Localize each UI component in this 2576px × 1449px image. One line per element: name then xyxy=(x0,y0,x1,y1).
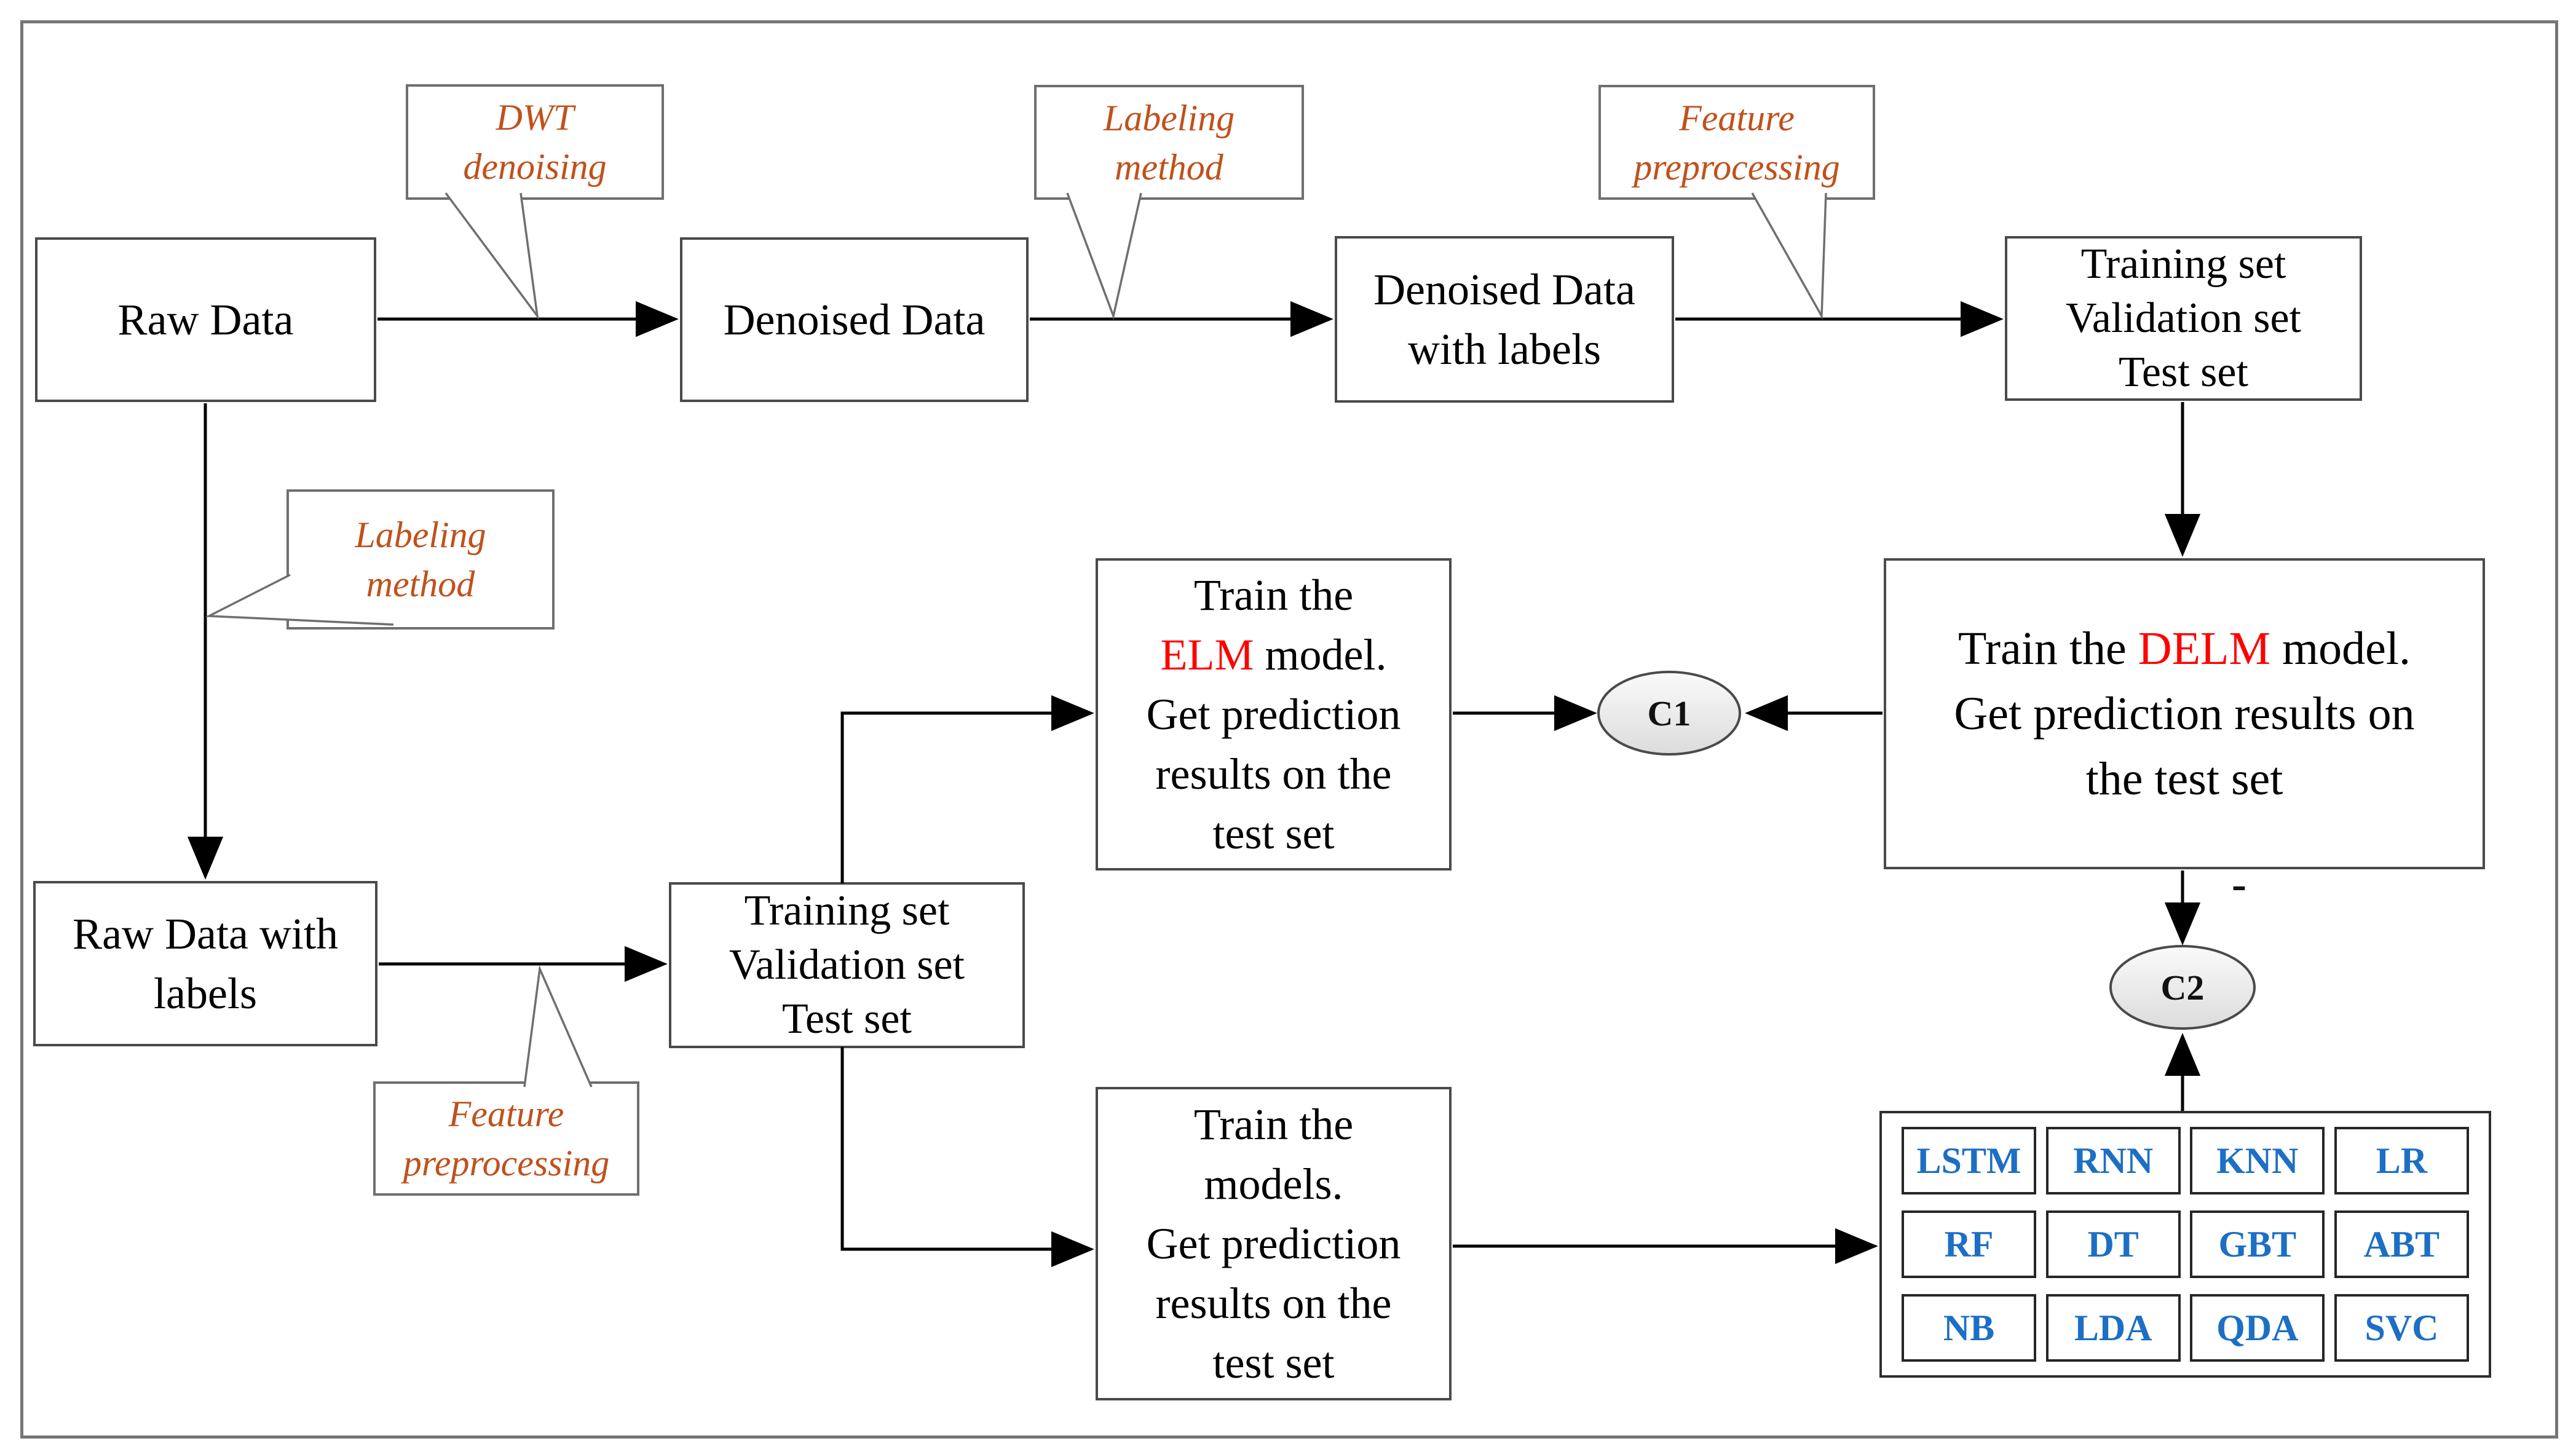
callout-feature-preprocessing-top: Feature preprocessing xyxy=(1598,85,1875,200)
box-label: Train the xyxy=(1958,623,2138,674)
callout-labeling-method-left: Labeling method xyxy=(286,489,555,630)
box-label: Denoised Data xyxy=(1373,264,1635,314)
box-label: model. xyxy=(1254,630,1387,679)
model-grid-container: LSTM RNN KNN LR RF DT GBT ABT NB LDA QDA… xyxy=(1879,1111,2491,1378)
box-label: test set xyxy=(1212,1338,1335,1388)
box-label: model. xyxy=(2270,623,2411,674)
callout-label: method xyxy=(366,564,475,604)
callout-label: method xyxy=(1115,146,1223,188)
box-label: results on the xyxy=(1155,1278,1392,1328)
box-raw-data-with-labels: Raw Data with labels xyxy=(33,881,377,1046)
box-raw-data: Raw Data xyxy=(35,237,376,402)
callout-feature-preprocessing-bottom: Feature preprocessing xyxy=(373,1081,639,1196)
c1-node-label: C1 xyxy=(1647,693,1691,733)
model-cell: LSTM xyxy=(1902,1127,2036,1194)
box-dataset-split-mid: Training set Validation set Test set xyxy=(669,882,1025,1048)
callout-dwt-denoising: DWT denoising xyxy=(406,84,664,200)
box-label: Raw Data with xyxy=(73,909,338,958)
box-train-elm: Train the ELM model. Get prediction resu… xyxy=(1096,558,1452,871)
model-cell: NB xyxy=(1902,1294,2036,1362)
box-train-delm: Train the DELM model. Get prediction res… xyxy=(1884,558,2485,869)
box-label: Training set xyxy=(2080,240,2286,288)
model-cell: ABT xyxy=(2334,1210,2469,1278)
diagram-frame xyxy=(20,20,2558,1439)
model-cell: QDA xyxy=(2190,1294,2325,1362)
box-denoised-data-with-labels: Denoised Data with labels xyxy=(1335,236,1674,403)
box-label: Get prediction xyxy=(1146,689,1401,739)
box-label: with labels xyxy=(1408,324,1601,374)
box-label: Validation set xyxy=(2066,294,2301,342)
callout-label: preprocessing xyxy=(403,1143,610,1183)
box-label: ELM model. xyxy=(1098,625,1449,685)
callout-label: preprocessing xyxy=(1634,146,1840,188)
callout-labeling-method-top: Labeling method xyxy=(1034,85,1304,200)
callout-label: denoising xyxy=(463,146,607,187)
box-label: Validation set xyxy=(729,941,965,989)
box-label: Get prediction results on xyxy=(1954,688,2415,740)
box-label: Train the xyxy=(1193,1099,1354,1149)
box-label: Test set xyxy=(2119,349,2248,396)
box-label: Denoised Data xyxy=(723,294,986,344)
box-denoised-data: Denoised Data xyxy=(680,237,1029,402)
model-grid-row: LSTM RNN KNN LR xyxy=(1902,1127,2469,1194)
callout-label: DWT xyxy=(496,97,574,138)
box-label: Get prediction xyxy=(1146,1218,1401,1268)
minus-mark: - xyxy=(2232,859,2246,909)
box-label: Test set xyxy=(782,995,912,1043)
model-cell: LDA xyxy=(2045,1294,2181,1362)
model-grid-row: NB LDA QDA SVC xyxy=(1902,1294,2469,1362)
model-cell: RNN xyxy=(2045,1127,2181,1194)
callout-label: Feature xyxy=(1679,97,1795,138)
model-cell: GBT xyxy=(2190,1210,2325,1278)
callout-label: Labeling xyxy=(355,515,486,555)
box-dataset-split-top: Training set Validation set Test set xyxy=(2005,236,2362,401)
model-cell: SVC xyxy=(2334,1294,2469,1362)
box-train-models: Train the models. Get prediction results… xyxy=(1096,1087,1452,1400)
box-label: Train the DELM model. xyxy=(1886,616,2483,681)
box-label: labels xyxy=(154,968,257,1018)
model-cell: LR xyxy=(2334,1127,2469,1194)
callout-label: Labeling xyxy=(1103,97,1235,138)
model-cell: DT xyxy=(2045,1210,2181,1278)
model-grid-row: RF DT GBT ABT xyxy=(1902,1210,2469,1278)
box-label: the test set xyxy=(2085,753,2283,805)
callout-label: Feature xyxy=(448,1094,564,1134)
box-label: models. xyxy=(1204,1159,1343,1209)
model-cell: RF xyxy=(1902,1210,2036,1278)
delm-highlight: DELM xyxy=(2138,623,2271,674)
box-label: Train the xyxy=(1193,570,1354,620)
box-label: Raw Data xyxy=(117,294,294,344)
c2-node-label: C2 xyxy=(2160,967,2205,1008)
model-cell: KNN xyxy=(2190,1127,2325,1194)
box-label: results on the xyxy=(1155,749,1392,799)
elm-highlight: ELM xyxy=(1160,630,1254,679)
box-label: Training set xyxy=(744,887,950,934)
box-label: test set xyxy=(1212,808,1335,858)
